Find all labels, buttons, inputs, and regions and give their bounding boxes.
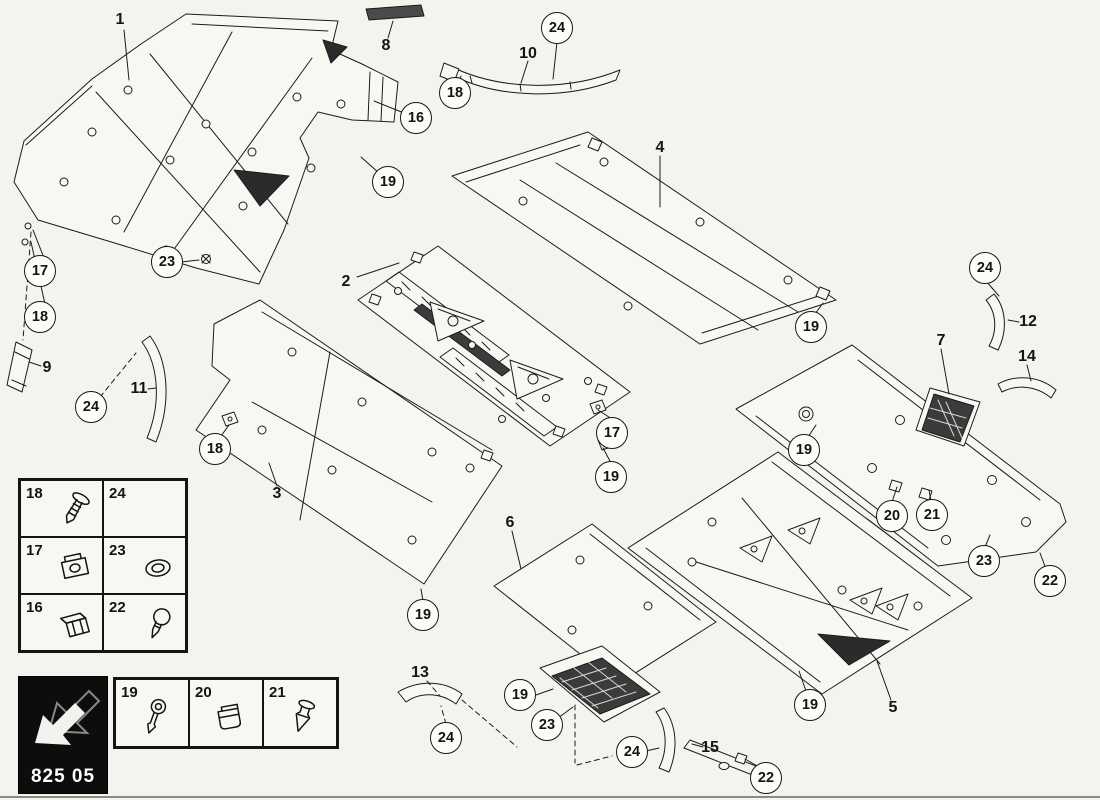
callout-9: 9 xyxy=(42,359,52,376)
callout-19: 19 xyxy=(595,461,627,493)
part-15-bracket xyxy=(655,707,676,773)
part-5-floor-panel xyxy=(627,451,973,695)
callout-19: 19 xyxy=(407,599,439,631)
part-8-bar xyxy=(365,4,425,21)
callout-17: 17 xyxy=(596,417,628,449)
part-3-side-underbody-panel xyxy=(195,299,503,585)
callout-23: 23 xyxy=(531,709,563,741)
callout-19: 19 xyxy=(788,434,820,466)
legend-cell-17: 17 xyxy=(20,537,103,594)
part-11-arch-strip xyxy=(141,335,167,443)
round-key-icon xyxy=(135,603,181,647)
legend-cell-20: 20 xyxy=(189,679,263,747)
part-14-strip xyxy=(997,377,1057,399)
legend-cell-number: 18 xyxy=(26,485,43,502)
callout-16: 16 xyxy=(400,102,432,134)
callout-4: 4 xyxy=(655,139,665,156)
legend-cell-number: 20 xyxy=(195,684,212,701)
callout-3: 3 xyxy=(272,485,282,502)
part-code-label: 825 05 xyxy=(30,765,96,787)
callout-11: 11 xyxy=(130,380,148,397)
callout-13: 13 xyxy=(411,664,429,681)
callout-18: 18 xyxy=(24,301,56,333)
legend-fasteners-table: 18 24 17 23 16 22 xyxy=(18,478,188,653)
callout-19: 19 xyxy=(794,689,826,721)
spring-clip-icon xyxy=(206,694,252,738)
legend-cell-24: 24 xyxy=(103,480,186,537)
vent-grille xyxy=(539,645,661,723)
part-1-front-underbody-panel xyxy=(13,13,399,285)
callout-21: 21 xyxy=(916,499,948,531)
callout-20: 20 xyxy=(876,500,908,532)
legend-cell-number: 16 xyxy=(26,599,43,616)
legend-cell-16: 16 xyxy=(20,594,103,651)
callout-18: 18 xyxy=(199,433,231,465)
callout-17: 17 xyxy=(24,255,56,287)
callout-10: 10 xyxy=(519,45,537,62)
legend-cell-number: 19 xyxy=(121,684,138,701)
part-9-strip xyxy=(6,341,33,393)
legend-cell-19: 19 xyxy=(115,679,189,747)
square-clip-icon xyxy=(52,603,98,647)
legend-cell-22: 22 xyxy=(103,594,186,651)
push-rivet-icon xyxy=(52,489,98,533)
legend-cell-21: 21 xyxy=(263,679,337,747)
catalog-section-badge: 825 05 xyxy=(18,676,108,794)
callout-6: 6 xyxy=(505,514,515,531)
legend-cell-18: 18 xyxy=(20,480,103,537)
part-12-strip xyxy=(985,293,1005,351)
callout-5: 5 xyxy=(888,699,898,716)
callout-23: 23 xyxy=(151,246,183,278)
callout-14: 14 xyxy=(1018,348,1036,365)
legend-cell-number: 23 xyxy=(109,542,126,559)
expanding-rivet-icon xyxy=(280,694,326,738)
callout-18: 18 xyxy=(439,77,471,109)
u-clip-icon xyxy=(52,546,98,590)
callout-24: 24 xyxy=(616,736,648,768)
callout-1: 1 xyxy=(115,11,125,28)
callout-15: 15 xyxy=(701,739,719,756)
legend-cell-number: 21 xyxy=(269,684,286,701)
legend-cell-number: 17 xyxy=(26,542,43,559)
callout-19: 19 xyxy=(504,679,536,711)
part-13-arch-strip xyxy=(397,682,463,705)
callout-24: 24 xyxy=(430,722,462,754)
callout-12: 12 xyxy=(1019,313,1037,330)
legend-bottom-table: 19 20 21 xyxy=(113,677,339,749)
legend-cell-23: 23 xyxy=(103,537,186,594)
callout-8: 8 xyxy=(381,37,391,54)
bottom-rail xyxy=(683,739,767,779)
callout-19: 19 xyxy=(795,311,827,343)
callout-23: 23 xyxy=(968,545,1000,577)
callout-2: 2 xyxy=(341,273,351,290)
callout-22: 22 xyxy=(1034,565,1066,597)
pin-key-icon xyxy=(132,694,178,738)
callout-24: 24 xyxy=(75,391,107,423)
callout-7: 7 xyxy=(936,332,946,349)
part-4-rear-underbody-panel xyxy=(451,131,837,345)
grommet-icon xyxy=(135,546,181,590)
callout-24: 24 xyxy=(969,252,1001,284)
legend-cell-number: 22 xyxy=(109,599,126,616)
callout-24: 24 xyxy=(541,12,573,44)
part-2-center-shield xyxy=(357,245,631,447)
legend-cell-number: 24 xyxy=(109,485,126,502)
callout-19: 19 xyxy=(372,166,404,198)
callout-22: 22 xyxy=(750,762,782,794)
direction-arrow-icon xyxy=(19,677,107,760)
